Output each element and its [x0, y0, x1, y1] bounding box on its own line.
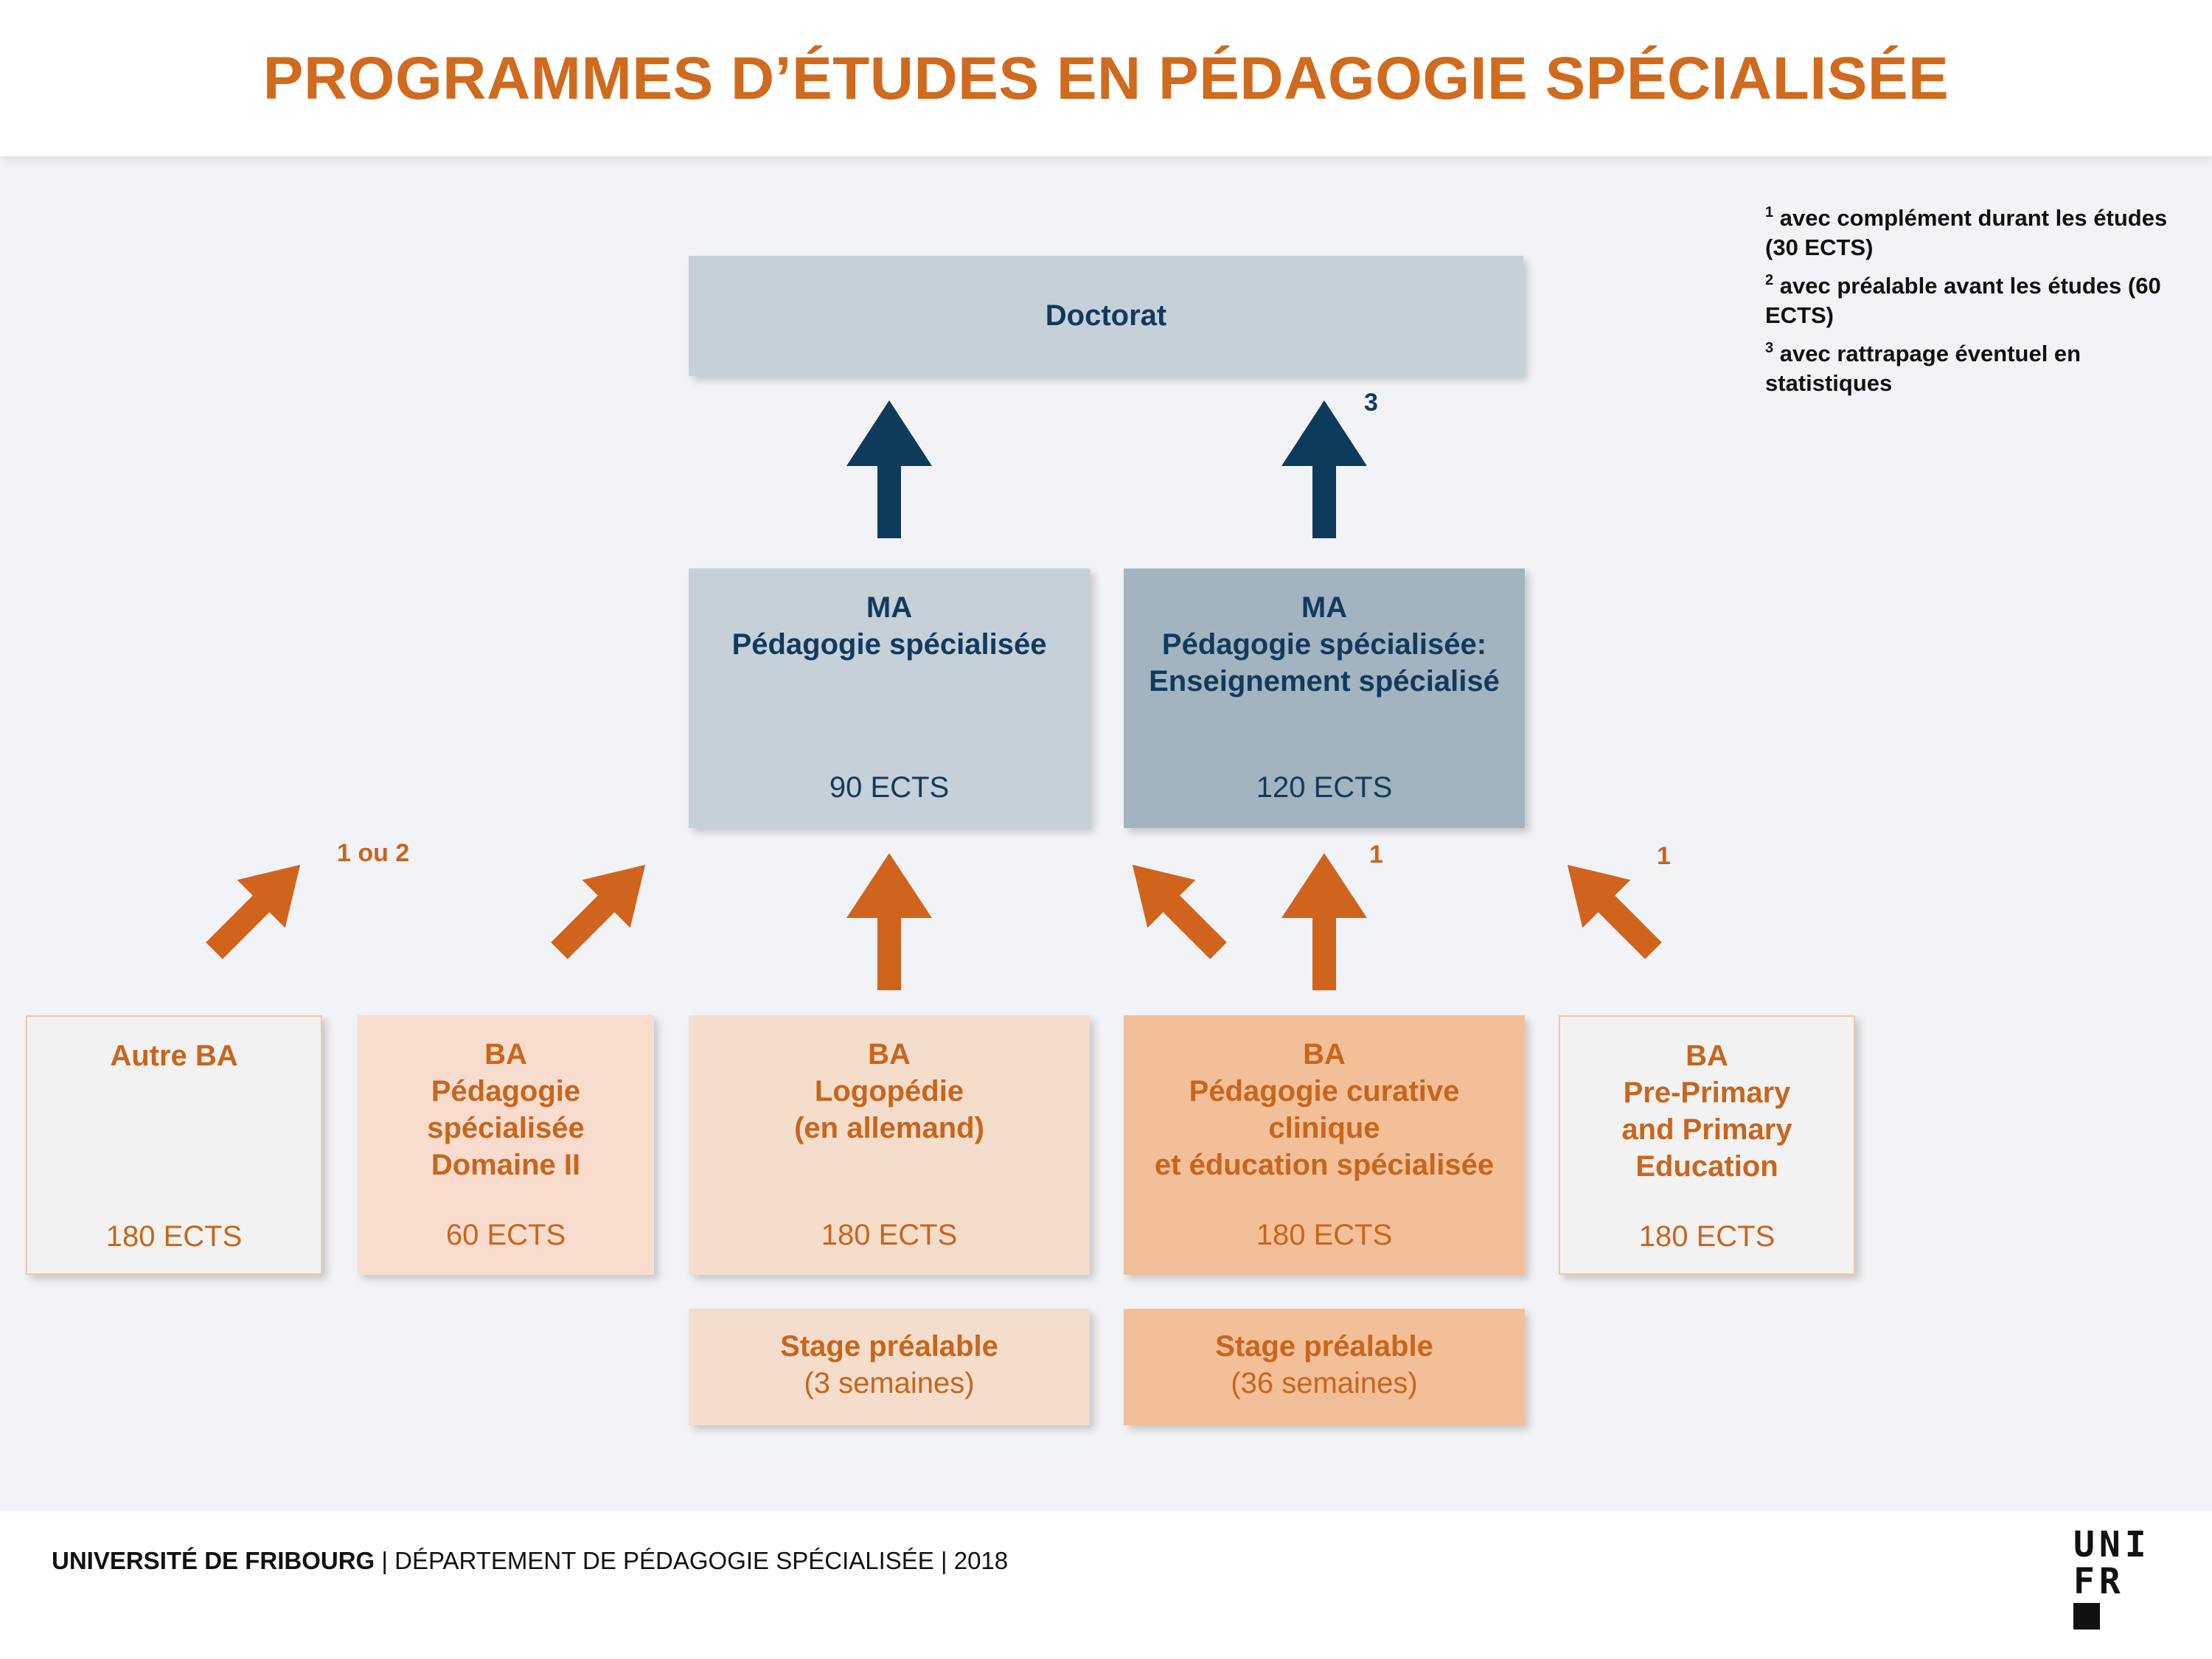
ba-pedagogie-curative-box: BA Pédagogie curative clinique et éducat…: [1124, 1015, 1525, 1275]
ma2-line1: MA: [1301, 591, 1348, 624]
unifr-logo: UNI FR: [2073, 1526, 2154, 1630]
ma2-line2: Pédagogie spécialisée:: [1161, 628, 1487, 661]
arrow-pcc-diag: [1132, 864, 1227, 959]
stage1-duration: (3 semaines): [804, 1367, 975, 1399]
tag-ma2-doctorat: 3: [1364, 389, 1378, 417]
ba4-line2: Pédagogie curative: [1189, 1075, 1460, 1107]
footer: [0, 1512, 2212, 1659]
header: [0, 0, 2212, 156]
ba5-ects: 180 ECTS: [1638, 1220, 1775, 1253]
ba2-line4: Domaine II: [431, 1149, 581, 1181]
tag-primary-ba: 1: [1657, 842, 1671, 870]
ba2-line1: BA: [484, 1038, 527, 1071]
ba4-line1: BA: [1303, 1038, 1346, 1071]
ba2-line3: spécialisée: [427, 1112, 585, 1144]
doctorat-label: Doctorat: [1045, 299, 1167, 332]
doctorat-box: Doctorat: [689, 256, 1523, 376]
ba2-ects: 60 ECTS: [445, 1219, 566, 1251]
arrow-pcc-up: [1281, 853, 1367, 990]
ba-pedagogie-domaine-ii-box: BA Pédagogie spécialisée Domaine II 60 E…: [358, 1015, 654, 1275]
ba4-ects: 180 ECTS: [1256, 1219, 1393, 1251]
ba4-line3: clinique: [1268, 1112, 1380, 1144]
stage-logopedie-box: Stage préalable (3 semaines): [689, 1309, 1090, 1425]
ba1-ects: 180 ECTS: [105, 1220, 243, 1253]
ma2-line3: Enseignement spécialisé: [1149, 665, 1500, 698]
ma1-line2: Pédagogie spécialisée: [731, 628, 1047, 661]
ba5-line3: and Primary: [1621, 1113, 1792, 1146]
ma1-line1: MA: [866, 591, 913, 624]
ba-logopedie-box: BA Logopédie (en allemand) 180 ECTS: [689, 1015, 1090, 1275]
ma-pedagogie-specialisee-box: MA Pédagogie spécialisée 90 ECTS: [689, 568, 1090, 828]
ba3-ects: 180 ECTS: [821, 1219, 958, 1251]
ba3-line2: Logopédie: [814, 1075, 964, 1107]
ba5-line1: BA: [1686, 1040, 1728, 1072]
footnote-1: 1 avec complément durant les études (30 …: [1765, 204, 2168, 260]
tag-autre-ba: 1 ou 2: [337, 839, 410, 867]
stage2-label: Stage préalable: [1215, 1330, 1433, 1363]
ma1-ects: 90 ECTS: [829, 771, 950, 804]
stage2-duration: (36 semaines): [1231, 1367, 1418, 1399]
arrow-logopedie-up: [846, 853, 932, 990]
footer-university: UNIVERSITÉ DE FRIBOURG: [52, 1547, 375, 1574]
stage-pcc-box: Stage préalable (36 semaines): [1124, 1309, 1525, 1425]
ma-enseignement-specialise-box: MA Pédagogie spécialisée: Enseignement s…: [1124, 568, 1525, 828]
stage1-label: Stage préalable: [780, 1330, 998, 1363]
arrow-domaine-ii-diag: [551, 864, 646, 959]
arrow-ma1-to-doctorat: [846, 400, 932, 538]
footnote-2: 2 avec préalable avant les études (60 EC…: [1765, 272, 2161, 328]
footer-text: UNIVERSITÉ DE FRIBOURG | DÉPARTEMENT DE …: [52, 1547, 1008, 1575]
arrow-autre-ba-diag: [206, 864, 301, 959]
tag-pcc-ba: 1: [1369, 841, 1383, 869]
footer-department: | DÉPARTEMENT DE PÉDAGOGIE SPÉCIALISÉE |…: [375, 1547, 1009, 1574]
ba3-line3: (en allemand): [794, 1112, 984, 1144]
ba5-line4: Education: [1635, 1150, 1778, 1183]
footnote-3: 3 avec rattrapage éventuel en statistiqu…: [1765, 340, 2081, 396]
arrow-ma2-to-doctorat: [1281, 400, 1367, 538]
ba3-line1: BA: [868, 1038, 911, 1071]
ba5-line2: Pre-Primary: [1623, 1077, 1791, 1109]
ma2-ects: 120 ECTS: [1256, 771, 1393, 804]
ba1-line1: Autre BA: [110, 1040, 238, 1072]
ba-autre-box: Autre BA 180 ECTS: [26, 1015, 322, 1275]
ba-pre-primary-box: BA Pre-Primary and Primary Education 180…: [1559, 1015, 1855, 1275]
ba4-line4: et éducation spécialisée: [1154, 1149, 1495, 1181]
arrow-primary-diag: [1567, 864, 1662, 959]
page-title: PROGRAMMES D’ÉTUDES EN PÉDAGOGIE SPÉCIAL…: [262, 45, 1950, 112]
ba2-line2: Pédagogie: [431, 1075, 581, 1107]
